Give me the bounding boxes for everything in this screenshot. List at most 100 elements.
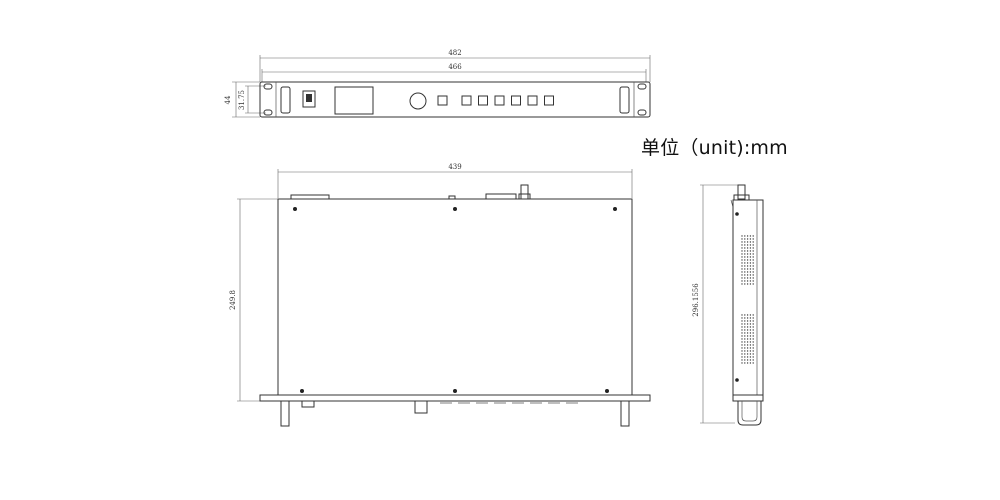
vent-hole: [741, 344, 743, 346]
vent-hole: [746, 320, 749, 322]
mounting-slot: [637, 83, 647, 90]
vent-hole: [744, 271, 746, 273]
vent-hole: [741, 268, 743, 270]
vent-hole: [752, 256, 754, 258]
mounting-slot: [263, 109, 273, 116]
vent-hole: [749, 335, 752, 337]
dimension-296: 296.1556: [692, 184, 740, 424]
vent-hole: [744, 244, 746, 246]
vent-hole: [746, 317, 749, 319]
vent-hole: [741, 274, 743, 276]
vent-hole: [752, 362, 754, 364]
vent-hole: [746, 332, 749, 334]
vent-hole: [746, 335, 749, 337]
vent-hole: [749, 238, 752, 240]
side-chassis-outline: [732, 199, 764, 396]
vent-hole: [741, 359, 743, 361]
dimension-label-44: 44: [224, 95, 232, 104]
vent-hole: [746, 344, 749, 346]
dimension-label-296: 296.1556: [692, 283, 700, 317]
vent-hole: [741, 283, 743, 285]
rear-connector: [485, 193, 517, 200]
vent-hole: [744, 350, 746, 352]
vent-hole: [752, 250, 754, 252]
right-handle-top: [620, 400, 630, 427]
vent-hole: [749, 283, 752, 285]
vent-hole: [744, 335, 746, 337]
vent-hole: [746, 283, 749, 285]
screw: [613, 207, 617, 211]
vent-hole: [741, 323, 743, 325]
vent-hole: [746, 238, 749, 240]
vent-hole: [746, 262, 749, 264]
vent-hole: [746, 326, 749, 328]
vent-hole: [749, 338, 752, 340]
mounting-slot: [637, 109, 647, 116]
vent-hole: [749, 344, 752, 346]
vent-hole: [749, 323, 752, 325]
vent-hole: [744, 283, 746, 285]
lcd-display: [334, 86, 374, 115]
vent-hole: [749, 244, 752, 246]
vent-hole: [749, 353, 752, 355]
vent-hole: [752, 274, 754, 276]
vent-hole: [741, 253, 743, 255]
vent-hole: [744, 238, 746, 240]
vent-hole: [752, 268, 754, 270]
vent-hole: [744, 235, 746, 237]
front-flange: [259, 394, 651, 402]
vent-hole: [752, 359, 754, 361]
vent-hole: [746, 256, 749, 258]
vent-hole: [752, 235, 754, 237]
vent-hole: [749, 247, 752, 249]
rotary-knob: [409, 92, 427, 110]
vent-hole: [741, 262, 743, 264]
vent-hole: [744, 277, 746, 279]
mounting-slot: [263, 83, 273, 90]
unit-label: 单位（unit):mm: [641, 137, 788, 159]
vent-hole: [744, 344, 746, 346]
vent-hole: [746, 280, 749, 282]
vent-hole: [741, 362, 743, 364]
vent-hole: [741, 256, 743, 258]
vent-hole: [752, 320, 754, 322]
vent-hole: [749, 268, 752, 270]
front-view: 482 466 44 31.75: [224, 49, 651, 118]
vent-hole: [749, 359, 752, 361]
vent-hole: [749, 362, 752, 364]
top-view: 439 249.8: [229, 163, 651, 427]
vent-hole: [741, 271, 743, 273]
vent-hole: [746, 247, 749, 249]
vent-hole: [741, 356, 743, 358]
vent-hole: [741, 280, 743, 282]
dimension-44: 44: [224, 81, 260, 118]
vent-hole: [741, 350, 743, 352]
vent-hole: [741, 277, 743, 279]
front-buttons: [437, 95, 554, 106]
vent-hole: [741, 353, 743, 355]
vent-hole: [752, 265, 754, 267]
front-button: [544, 95, 554, 106]
vent-hole: [746, 235, 749, 237]
vent-hole: [744, 256, 746, 258]
screw: [453, 207, 457, 211]
front-button: [478, 95, 488, 106]
vent-hole: [746, 259, 749, 261]
vent-hole: [741, 250, 743, 252]
vent-hole: [741, 244, 743, 246]
vent-hole: [741, 241, 743, 243]
vent-hole: [752, 317, 754, 319]
antenna-connector: [520, 184, 529, 200]
vent-hole: [752, 280, 754, 282]
vent-hole: [744, 347, 746, 349]
vent-hole: [741, 341, 743, 343]
vent-hole: [741, 338, 743, 340]
vent-hole: [746, 241, 749, 243]
vent-hole: [741, 329, 743, 331]
vent-hole: [746, 274, 749, 276]
power-switch-rocker: [306, 94, 312, 102]
vent-hole: [746, 323, 749, 325]
vent-hole: [749, 347, 752, 349]
left-handle-top: [280, 400, 290, 427]
vent-hole: [752, 344, 754, 346]
